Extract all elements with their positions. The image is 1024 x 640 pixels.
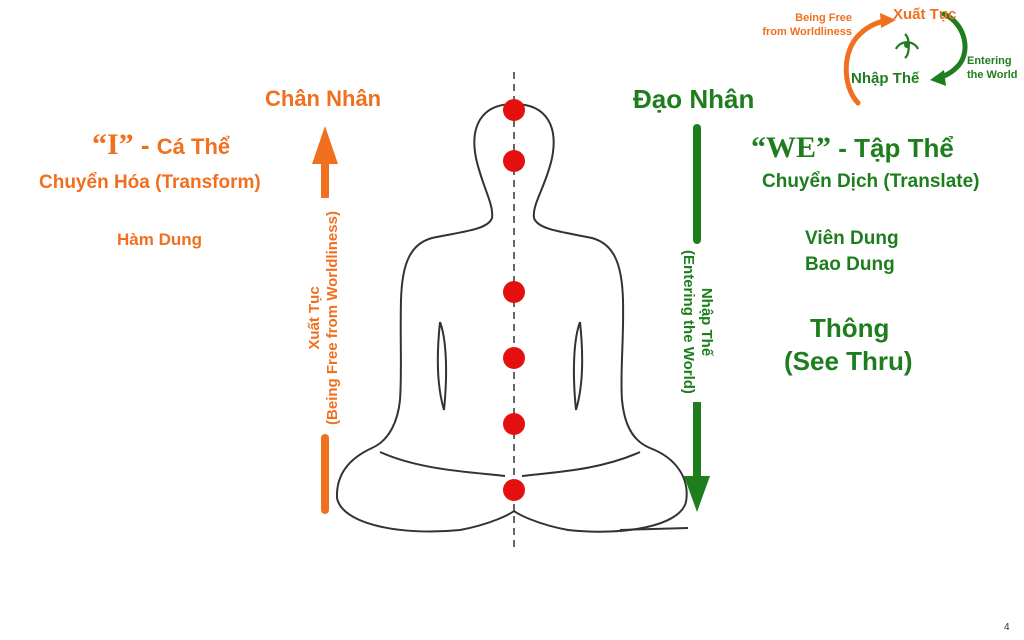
up-arrow-orange bbox=[312, 126, 338, 514]
chakra-dot bbox=[503, 281, 525, 303]
chakra-dot bbox=[503, 99, 525, 121]
we-quote: “WE” bbox=[751, 131, 832, 164]
chakra-dot bbox=[503, 479, 525, 501]
i-quote: “I” bbox=[92, 128, 134, 161]
seated-figure-outline bbox=[335, 103, 688, 533]
cycle-xuat-tuc: Xuất Tục bbox=[893, 6, 957, 23]
i-heading: “I” - Cá Thể bbox=[92, 128, 230, 162]
cycle-arrow-green bbox=[935, 11, 968, 81]
foot-line bbox=[619, 527, 689, 531]
down-arrow-label: Nhập Thế (Entering the World) bbox=[679, 222, 715, 422]
chakra-dot bbox=[503, 413, 525, 435]
cycle-arrow-orange bbox=[843, 17, 891, 106]
cycle-nhap-the: Nhập Thế bbox=[851, 70, 920, 87]
down-arrow-label-line1: Nhập Thế bbox=[698, 287, 715, 357]
left-arm-line bbox=[436, 321, 448, 411]
left-title: Chân Nhân bbox=[265, 86, 382, 111]
chakra-dots bbox=[503, 99, 525, 501]
i-label: Cá Thể bbox=[156, 134, 231, 159]
vien-dung-label: Viên Dung bbox=[805, 228, 899, 249]
cycle-diagram bbox=[843, 11, 968, 106]
up-arrow-label: Xuất Tục (Being Free from Worldliness) bbox=[306, 188, 342, 448]
see-thru-label: (See Thru) bbox=[784, 346, 913, 376]
taiji-icon bbox=[894, 33, 920, 59]
ham-dung-label: Hàm Dung bbox=[117, 230, 202, 249]
we-rest: - Tập Thể bbox=[831, 133, 954, 163]
up-arrow-label-line1: Xuất Tục bbox=[306, 286, 323, 350]
chakra-dot bbox=[503, 150, 525, 172]
cycle-being-free-1: Being Free bbox=[795, 12, 852, 24]
bao-dung-label: Bao Dung bbox=[805, 254, 895, 275]
right-arm-line bbox=[572, 321, 584, 411]
i-dash: - bbox=[133, 130, 157, 160]
translate-label: Chuyển Dịch (Translate) bbox=[762, 171, 980, 192]
down-arrow-label-line2: (Entering the World) bbox=[680, 250, 697, 394]
transform-label: Chuyển Hóa (Transform) bbox=[39, 172, 261, 193]
up-arrow-label-line2: (Being Free from Worldliness) bbox=[324, 211, 341, 425]
right-title: Đạo Nhân bbox=[633, 84, 755, 114]
cycle-being-free-2: from Worldliness bbox=[762, 26, 852, 38]
left-hand-line bbox=[379, 451, 506, 477]
cycle-entering-2: the World bbox=[967, 69, 1018, 81]
down-arrow-green bbox=[684, 124, 710, 512]
page-number: 4 bbox=[1004, 622, 1010, 633]
thong-label: Thông bbox=[810, 313, 890, 343]
chakra-dot bbox=[503, 347, 525, 369]
right-hand-line bbox=[521, 451, 641, 477]
we-heading: “WE” - Tập Thể bbox=[751, 131, 954, 165]
cycle-entering-1: Entering bbox=[967, 55, 1012, 67]
